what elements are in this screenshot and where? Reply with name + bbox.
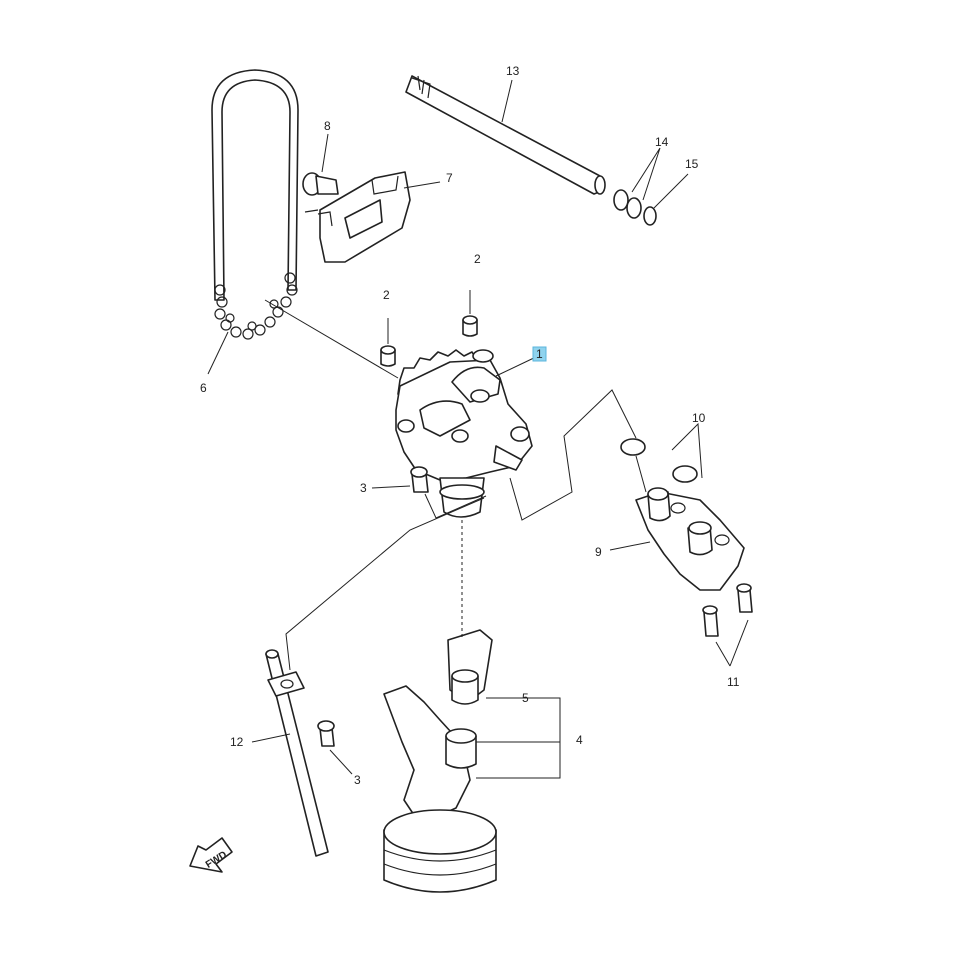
part-5-collars[interactable]	[445, 669, 479, 769]
part-13-shaft[interactable]	[405, 75, 606, 195]
callout-1-highlight	[532, 346, 547, 362]
part-4-oil-strainer[interactable]	[383, 629, 497, 893]
fwd-arrow-icon: FWD	[189, 837, 233, 873]
part-14-o-rings[interactable]	[613, 189, 642, 219]
leader-lines	[207, 79, 749, 779]
part-15-o-ring[interactable]	[643, 206, 657, 226]
part-1-oil-pump[interactable]	[395, 349, 533, 518]
callout-11[interactable]: 11	[727, 675, 740, 689]
part-11-bolts[interactable]	[702, 583, 753, 637]
part-12-pipe[interactable]	[265, 649, 329, 857]
callout-15[interactable]: 15	[685, 157, 699, 171]
part-10-o-rings[interactable]	[620, 438, 698, 483]
part-2-dowel-pin-right[interactable]	[462, 315, 478, 337]
callout-6[interactable]: 6	[200, 381, 207, 395]
callout-3-lower[interactable]: 3	[354, 773, 361, 787]
part-7-bracket[interactable]	[304, 171, 411, 263]
callout-labels: 1 2 2 3 3 4 5 6 7 8 9 10 11 12 13 14 15	[200, 64, 740, 787]
part-6-drive-chain[interactable]	[211, 69, 299, 340]
callout-14[interactable]: 14	[655, 135, 669, 149]
part-9-oil-pipe[interactable]	[635, 487, 745, 591]
part-2-dowel-pin-left[interactable]	[380, 345, 396, 367]
callout-7[interactable]: 7	[446, 171, 453, 185]
callout-4[interactable]: 4	[576, 733, 583, 747]
callout-2-right[interactable]: 2	[474, 252, 481, 266]
callout-2-left[interactable]: 2	[383, 288, 390, 302]
callout-10[interactable]: 10	[692, 411, 706, 425]
part-3-bolt-lower[interactable]	[317, 720, 335, 747]
callout-9[interactable]: 9	[595, 545, 602, 559]
callout-12[interactable]: 12	[230, 735, 244, 749]
part-3-bolt-upper[interactable]	[410, 466, 429, 493]
callout-1[interactable]: 1	[536, 347, 543, 361]
callout-5[interactable]: 5	[522, 691, 529, 705]
callout-8[interactable]: 8	[324, 119, 331, 133]
callout-3-upper[interactable]: 3	[360, 481, 367, 495]
part-8-bolt[interactable]	[302, 172, 339, 196]
callout-13[interactable]: 13	[506, 64, 520, 78]
